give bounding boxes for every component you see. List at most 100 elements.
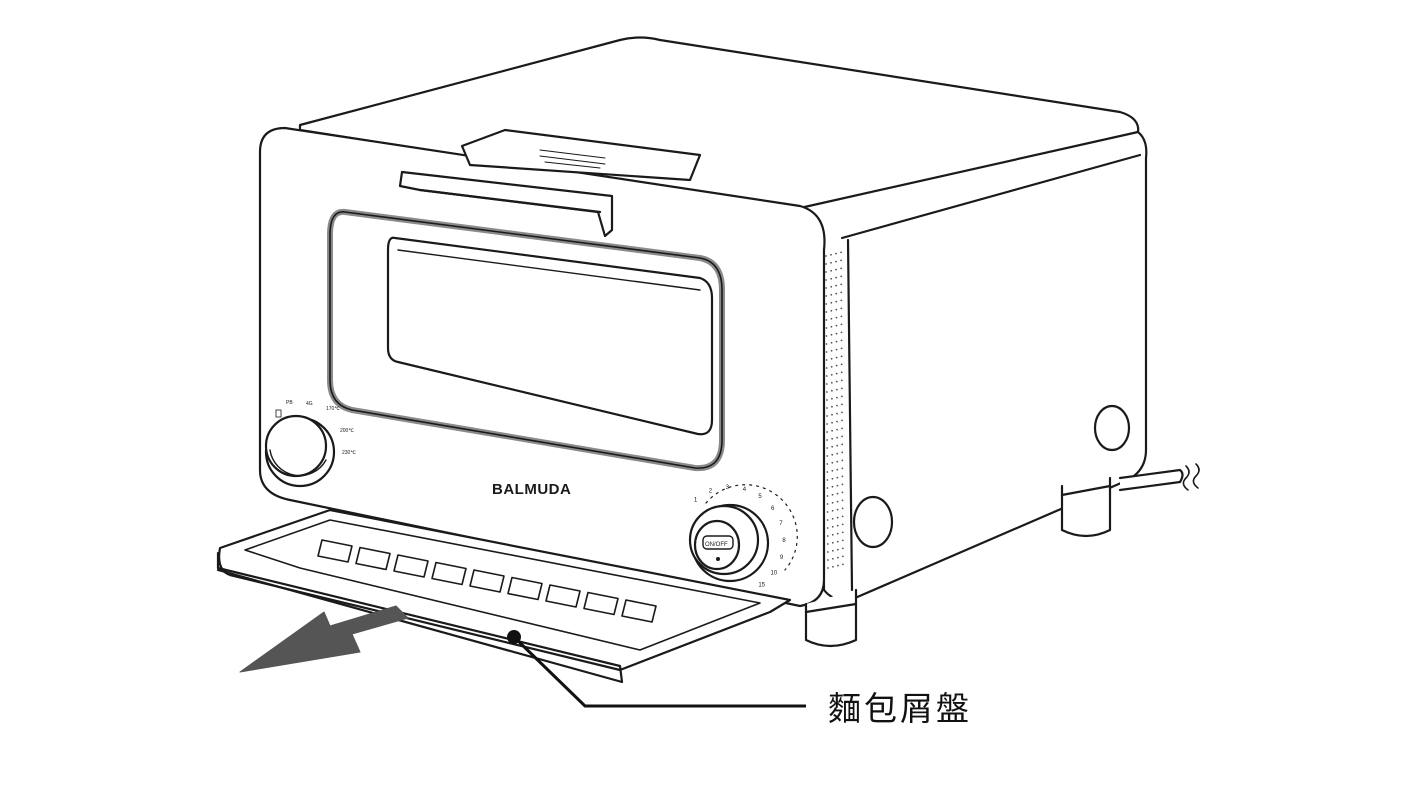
- vent-dot: [836, 460, 839, 463]
- mode-label-2: 4G: [306, 401, 313, 407]
- vent-dot: [835, 292, 838, 295]
- callout-label: 麵包屑盤: [828, 689, 972, 728]
- vent-dot: [835, 356, 838, 359]
- vent-dot: [825, 327, 828, 329]
- vent-dot: [826, 471, 829, 473]
- vent-dot: [841, 467, 844, 470]
- vent-dot: [830, 349, 833, 352]
- callout-leader-line: [512, 635, 806, 708]
- vent-dot: [830, 381, 833, 384]
- vent-dot: [836, 396, 838, 399]
- vent-dot: [835, 324, 838, 327]
- mode-dial-labels: PB 4G 170℃ 200℃ 230℃: [286, 400, 356, 456]
- vent-dot: [825, 295, 828, 297]
- foot-right: [1060, 476, 1112, 538]
- vent-dot: [841, 539, 844, 542]
- vent-dot: [835, 332, 838, 335]
- vent-dot: [831, 525, 834, 528]
- vent-dot: [840, 355, 843, 358]
- vent-dot: [830, 325, 833, 328]
- timer-label: 2: [709, 489, 713, 495]
- vent-dot: [836, 500, 839, 503]
- vent-dot: [835, 380, 838, 383]
- vent-dot: [825, 391, 828, 393]
- vent-dot: [831, 469, 834, 472]
- vent-dot: [825, 319, 828, 321]
- door-handle-edge: [418, 188, 602, 214]
- vent-dot: [835, 372, 838, 375]
- vent-dot: [825, 351, 828, 353]
- timer-label: 3: [726, 485, 730, 491]
- vent-dot: [836, 420, 838, 423]
- vent-dot: [841, 443, 844, 446]
- timer-label: 5: [758, 494, 762, 500]
- vent-dot: [825, 303, 828, 305]
- vent-dot: [826, 495, 829, 497]
- vent-dot: [840, 379, 843, 382]
- timer-label: 7: [779, 521, 783, 527]
- door-window: [386, 236, 714, 436]
- vent-dot: [826, 487, 829, 489]
- vent-dot: [831, 493, 834, 496]
- door-handle: [398, 170, 614, 238]
- vent-dot: [830, 357, 833, 360]
- vent-dot: [841, 411, 843, 414]
- vent-dot: [825, 279, 828, 281]
- vent-dot: [840, 387, 843, 390]
- vent-dot: [840, 267, 842, 270]
- crumb-tray-slots: [317, 539, 657, 623]
- vent-dot: [840, 323, 843, 326]
- timer-label: 10: [771, 571, 778, 577]
- vent-dot: [830, 389, 833, 392]
- side-front-edge-line: [846, 238, 854, 592]
- timer-label: 1: [694, 497, 698, 503]
- vent-dot: [830, 333, 833, 336]
- timer-label: 4: [743, 487, 747, 493]
- cord-break-mark-1: [1182, 465, 1190, 491]
- tray-slot: [545, 584, 581, 608]
- vent-dot: [836, 404, 838, 407]
- vent-dot: [830, 253, 832, 256]
- tray-slot: [621, 599, 657, 623]
- mode-label-1: PB: [286, 400, 293, 406]
- vent-dot: [830, 317, 833, 320]
- vent-dot: [830, 301, 833, 304]
- vent-dot: [825, 263, 827, 265]
- vent-dot: [840, 315, 843, 318]
- tray-slot: [393, 554, 429, 578]
- vent-dot: [831, 453, 834, 456]
- vent-dot: [825, 335, 828, 337]
- tray-slot: [317, 539, 353, 563]
- vent-dot: [830, 373, 833, 376]
- vent-dot: [826, 439, 829, 441]
- vent-dot: [841, 515, 844, 518]
- vent-dot: [831, 509, 834, 512]
- vent-dot: [836, 492, 839, 495]
- vent-dot: [831, 501, 834, 504]
- vent-dot: [840, 371, 843, 374]
- vent-dot: [836, 468, 839, 471]
- vent-dot: [835, 308, 838, 311]
- vent-dot: [835, 300, 838, 303]
- vent-dot: [825, 343, 828, 345]
- vent-dot: [840, 347, 843, 350]
- vent-dot: [837, 564, 839, 567]
- vent-dot: [826, 447, 829, 449]
- vent-dot: [836, 484, 839, 487]
- vent-dot: [840, 339, 843, 342]
- vent-dot: [835, 252, 837, 255]
- lid-markings: [539, 149, 606, 169]
- vent-dot: [835, 284, 838, 287]
- vent-dot: [831, 429, 833, 432]
- vent-dot: [826, 407, 828, 409]
- vent-dot: [831, 437, 834, 440]
- vent-dot: [841, 395, 843, 398]
- vent-dot: [830, 277, 833, 280]
- vent-dot: [841, 523, 844, 526]
- vent-dot: [826, 551, 829, 553]
- vent-dot: [840, 283, 843, 286]
- mode-label-3: 170℃: [326, 406, 340, 412]
- vent-dot: [841, 531, 844, 534]
- vent-dot: [826, 463, 829, 465]
